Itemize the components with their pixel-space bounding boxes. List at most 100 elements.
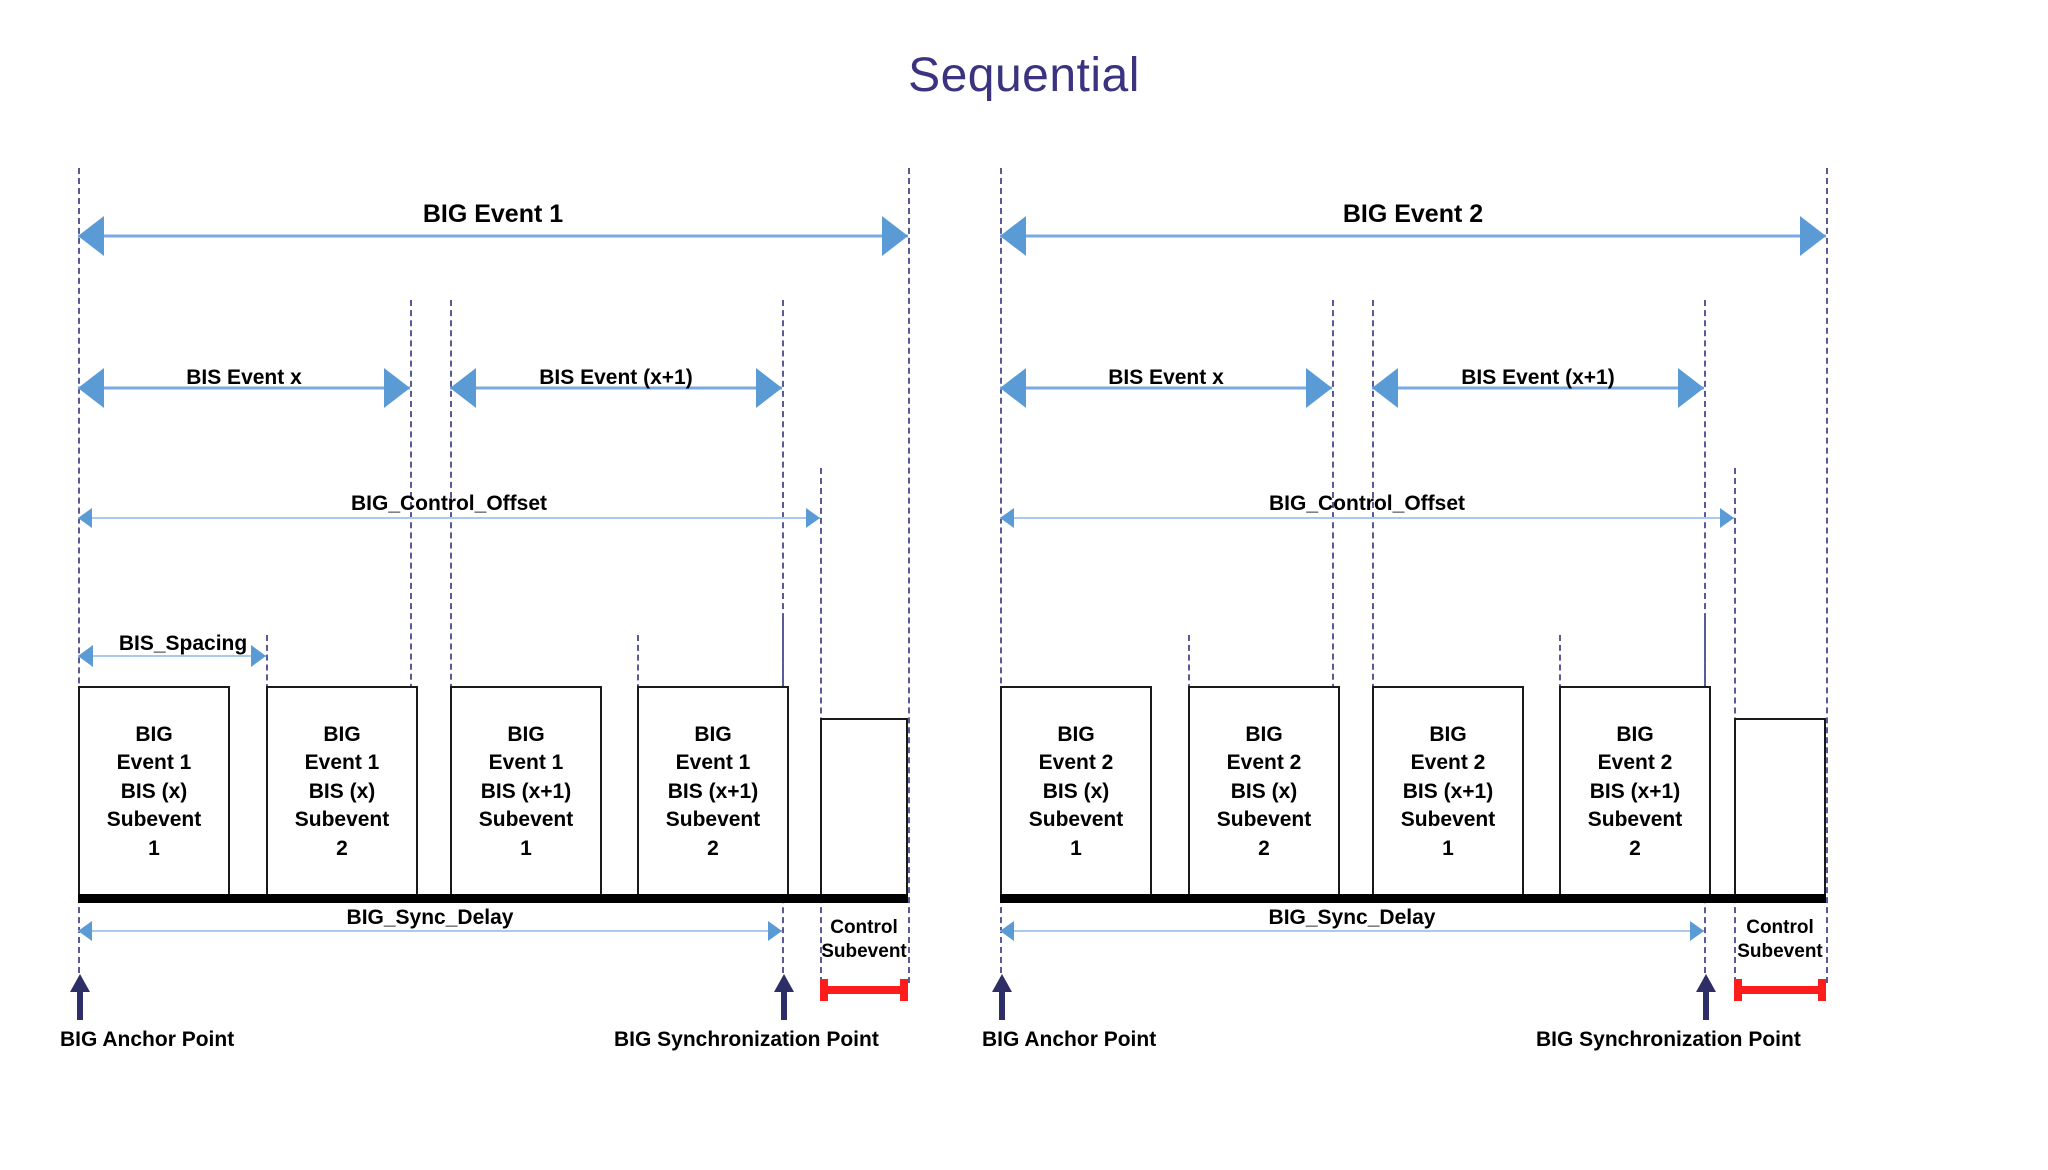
control-subevent-line-1: Control bbox=[830, 917, 898, 938]
subevent-box[interactable]: BIG Event 1 BIS (x) Subevent 1 bbox=[78, 686, 230, 898]
subevent-line-2: Event 1 bbox=[488, 751, 564, 775]
arrow-shaft bbox=[78, 234, 908, 238]
page-title: Sequential bbox=[908, 49, 1140, 102]
span-label-g1-bis-event-x: BIS Event x bbox=[186, 366, 302, 389]
span-label-big-event-1: BIG Event 1 bbox=[422, 200, 564, 228]
subevent-line-3: BIS (x) bbox=[308, 779, 376, 803]
span-label-g2-bis-event-x-plus-1: BIS Event (x+1) bbox=[1461, 366, 1615, 389]
arrow-shaft bbox=[78, 517, 820, 519]
arrow-shaft bbox=[1000, 234, 1826, 238]
arrow-shaft bbox=[1000, 517, 1734, 519]
arrow-head-left bbox=[78, 645, 93, 667]
subevent-line-3: BIS (x) bbox=[1042, 779, 1110, 803]
span-label-g1-control-offset: BIG_Control_Offset bbox=[350, 492, 547, 515]
arrow-head-left bbox=[78, 921, 92, 941]
arrow-head-right bbox=[1678, 368, 1704, 408]
subevent-box[interactable]: BIG Event 1 BIS (x+1) Subevent 2 bbox=[637, 686, 789, 898]
subevent-line-5: 2 bbox=[336, 836, 348, 860]
guide-line-g2-ctrl-end bbox=[1826, 168, 1828, 983]
subevent-line-3: BIS (x+1) bbox=[480, 779, 572, 803]
control-subevent-line-1: Control bbox=[1746, 917, 1814, 938]
arrow-head-right bbox=[756, 368, 782, 408]
subevent-line-3: BIS (x) bbox=[1230, 779, 1298, 803]
control-subevent-box[interactable] bbox=[1734, 718, 1826, 898]
subevent-line-3: BIS (x+1) bbox=[1589, 779, 1681, 803]
guide-line-g2-box2-start bbox=[1188, 635, 1190, 700]
arrow-head-left bbox=[1000, 216, 1026, 256]
subevent-line-3: BIS (x+1) bbox=[1402, 779, 1494, 803]
span-label-g2-control-offset: BIG_Control_Offset bbox=[1268, 492, 1465, 515]
subevent-line-2: Event 2 bbox=[1038, 751, 1114, 775]
subevent-line-5: 2 bbox=[1629, 836, 1641, 860]
subevent-box[interactable]: BIG Event 1 BIS (x+1) Subevent 1 bbox=[450, 686, 602, 898]
subevent-line-3: BIS (x) bbox=[120, 779, 188, 803]
arrow-head-right bbox=[1306, 368, 1332, 408]
big-sync-point-label-g2: BIG Synchronization Point bbox=[1536, 1028, 1801, 1051]
span-label-g1-bis-spacing: BIS_Spacing bbox=[118, 632, 248, 655]
subevent-line-2: Event 1 bbox=[304, 751, 380, 775]
subevent-line-1: BIG bbox=[135, 723, 173, 747]
guide-line-g1-bis2-end bbox=[782, 300, 784, 700]
control-subevent-bracket-g2 bbox=[1734, 979, 1826, 1001]
guide-line-g1-ctrl-end bbox=[908, 168, 910, 983]
guide-line-g1-anchor bbox=[78, 168, 80, 983]
arrow-tip bbox=[70, 974, 90, 992]
subevent-line-3: BIS (x+1) bbox=[667, 779, 759, 803]
arrow-tip bbox=[1696, 974, 1716, 992]
subevent-line-1: BIG bbox=[1429, 723, 1467, 747]
subevent-line-1: BIG bbox=[1245, 723, 1283, 747]
arrow-tip bbox=[992, 974, 1012, 992]
guide-line-g1-box4-start bbox=[637, 635, 639, 700]
subevent-box[interactable]: BIG Event 2 BIS (x+1) Subevent 1 bbox=[1372, 686, 1524, 898]
arrow-head-right bbox=[1800, 216, 1826, 256]
subevent-line-2: Event 2 bbox=[1410, 751, 1486, 775]
subevent-line-1: BIG bbox=[694, 723, 732, 747]
subevent-line-2: Event 1 bbox=[116, 751, 192, 775]
arrow-head-left bbox=[1000, 368, 1026, 408]
control-subevent-label-g2: Control Subevent bbox=[1724, 916, 1836, 964]
subevent-line-1: BIG bbox=[1057, 723, 1095, 747]
control-subevent-bracket-g1 bbox=[820, 979, 908, 1001]
big-anchor-point-label-g1: BIG Anchor Point bbox=[60, 1028, 235, 1051]
arrow-head-right bbox=[1720, 508, 1734, 528]
guide-line-g1-bis1-end bbox=[410, 300, 412, 700]
subevent-line-4: Subevent bbox=[294, 808, 390, 832]
subevent-line-4: Subevent bbox=[106, 808, 202, 832]
subevent-line-5: 1 bbox=[1442, 836, 1454, 860]
arrow-shaft bbox=[1000, 930, 1704, 932]
guide-line-g1-bis2-start bbox=[450, 300, 452, 700]
span-label-g2-bis-event-x: BIS Event x bbox=[1108, 366, 1224, 389]
subevent-line-5: 1 bbox=[520, 836, 532, 860]
subevent-box[interactable]: BIG Event 2 BIS (x) Subevent 2 bbox=[1188, 686, 1340, 898]
arrow-shaft bbox=[78, 930, 782, 932]
subevent-box[interactable]: BIG Event 1 BIS (x) Subevent 2 bbox=[266, 686, 418, 898]
span-label-g1-bis-event-x-plus-1: BIS Event (x+1) bbox=[539, 366, 693, 389]
subevent-line-2: Event 2 bbox=[1597, 751, 1673, 775]
arrow-stem bbox=[77, 990, 83, 1020]
arrow-head-left bbox=[78, 508, 92, 528]
guide-line-g2-bis2-end bbox=[1704, 300, 1706, 700]
timeline-baseline bbox=[78, 894, 908, 903]
arrow-head-left bbox=[1000, 921, 1014, 941]
arrow-head-right bbox=[768, 921, 782, 941]
big-sync-point-label-g1: BIG Synchronization Point bbox=[614, 1028, 879, 1051]
control-subevent-box[interactable] bbox=[820, 718, 908, 898]
subevent-line-4: Subevent bbox=[1216, 808, 1312, 832]
subevent-box[interactable]: BIG Event 2 BIS (x) Subevent 1 bbox=[1000, 686, 1152, 898]
control-subevent-label-g1: Control Subevent bbox=[808, 916, 920, 964]
control-subevent-line-2: Subevent bbox=[1737, 940, 1823, 962]
span-label-big-event-2: BIG Event 2 bbox=[1342, 200, 1484, 228]
arrow-head-left bbox=[78, 216, 104, 256]
guide-line-g2-anchor bbox=[1000, 168, 1002, 983]
arrow-shaft bbox=[78, 655, 266, 657]
arrow-stem bbox=[781, 990, 787, 1020]
arrow-head-right bbox=[806, 508, 820, 528]
span-label-g1-sync-delay: BIG_Sync_Delay bbox=[346, 906, 514, 929]
subevent-box[interactable]: BIG Event 2 BIS (x+1) Subevent 2 bbox=[1559, 686, 1711, 898]
arrow-head-left bbox=[1372, 368, 1398, 408]
arrow-stem bbox=[999, 990, 1005, 1020]
timeline-baseline bbox=[1000, 894, 1826, 903]
arrow-stem bbox=[1703, 990, 1709, 1020]
arrow-shaft bbox=[1372, 386, 1704, 390]
